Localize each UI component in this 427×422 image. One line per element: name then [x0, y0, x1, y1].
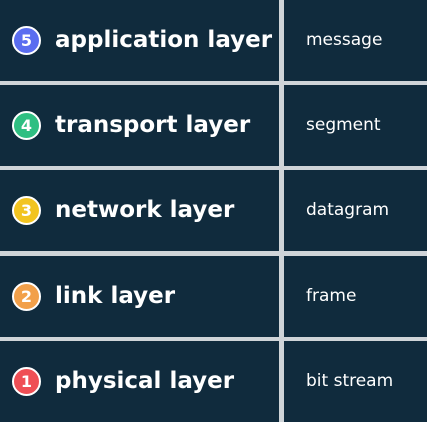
data-unit-label: segment: [306, 115, 381, 135]
layer-name: application layer: [55, 27, 273, 53]
layer-name: network layer: [55, 197, 235, 223]
data-unit-label: frame: [306, 286, 357, 306]
layer-row-transport: 4 transport layer segment: [0, 85, 427, 166]
layer-number-badge: 4: [12, 111, 41, 140]
layer-number-badge: 5: [12, 26, 41, 55]
data-unit-cell: message: [284, 0, 427, 81]
layer-row-application: 5 application layer message: [0, 0, 427, 81]
data-unit-label: bit stream: [306, 371, 394, 391]
data-unit-label: message: [306, 30, 383, 50]
data-unit-cell: frame: [284, 256, 427, 337]
layer-number-badge: 2: [12, 282, 41, 311]
data-unit-cell: bit stream: [284, 341, 427, 422]
layer-name-cell: 3 network layer: [0, 170, 279, 251]
layer-name: link layer: [55, 283, 176, 309]
layer-name-cell: 1 physical layer: [0, 341, 279, 422]
data-unit-cell: datagram: [284, 170, 427, 251]
layer-name: transport layer: [55, 112, 251, 138]
data-unit-cell: segment: [284, 85, 427, 166]
layer-row-link: 2 link layer frame: [0, 256, 427, 337]
layer-row-network: 3 network layer datagram: [0, 170, 427, 251]
layer-row-physical: 1 physical layer bit stream: [0, 341, 427, 422]
layer-name: physical layer: [55, 368, 235, 394]
layer-name-cell: 4 transport layer: [0, 85, 279, 166]
layer-name-cell: 5 application layer: [0, 0, 279, 81]
data-unit-label: datagram: [306, 200, 390, 220]
layer-name-cell: 2 link layer: [0, 256, 279, 337]
layer-number-badge: 1: [12, 367, 41, 396]
layer-number-badge: 3: [12, 196, 41, 225]
